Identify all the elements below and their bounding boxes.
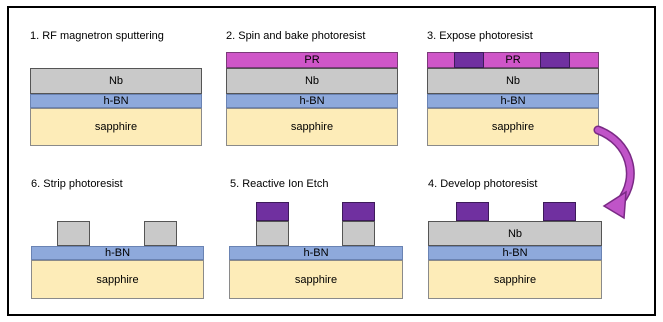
nb-layer: Nb (427, 68, 599, 94)
step-1-title: 1. RF magnetron sputtering (30, 30, 164, 42)
hbn-layer: h-BN (229, 246, 403, 260)
hbn-layer: h-BN (427, 94, 599, 108)
curved-arrow-icon (593, 125, 635, 220)
nb-layer: Nb (226, 68, 398, 94)
nb-feature (256, 221, 289, 246)
nb-feature (144, 221, 177, 246)
nb-feature (57, 221, 90, 246)
sapphire-substrate: sapphire (229, 260, 403, 299)
sapphire-substrate: sapphire (427, 108, 599, 146)
sapphire-substrate: sapphire (31, 260, 204, 299)
step-3-title: 3. Expose photoresist (427, 30, 533, 42)
hbn-layer: h-BN (428, 246, 602, 260)
step-5-title: 5. Reactive Ion Etch (230, 178, 329, 190)
hbn-layer: h-BN (226, 94, 398, 108)
figure-frame (7, 6, 656, 316)
exposed-photoresist-region (540, 52, 570, 68)
sapphire-substrate: sapphire (30, 108, 202, 146)
photoresist-block (256, 202, 289, 221)
nb-layer: Nb (30, 68, 202, 94)
exposed-photoresist-region (454, 52, 484, 68)
developed-photoresist-block (543, 202, 576, 221)
step-2-title: 2. Spin and bake photoresist (226, 30, 366, 42)
photoresist-layer: PR (226, 52, 398, 68)
photoresist-layer: PR (427, 52, 599, 68)
nb-layer: Nb (428, 221, 602, 246)
nb-feature (342, 221, 375, 246)
hbn-layer: h-BN (31, 246, 204, 260)
step-6-title: 6. Strip photoresist (31, 178, 123, 190)
developed-photoresist-block (456, 202, 489, 221)
hbn-layer: h-BN (30, 94, 202, 108)
step-4-title: 4. Develop photoresist (428, 178, 538, 190)
sapphire-substrate: sapphire (226, 108, 398, 146)
sapphire-substrate: sapphire (428, 260, 602, 299)
photoresist-block (342, 202, 375, 221)
